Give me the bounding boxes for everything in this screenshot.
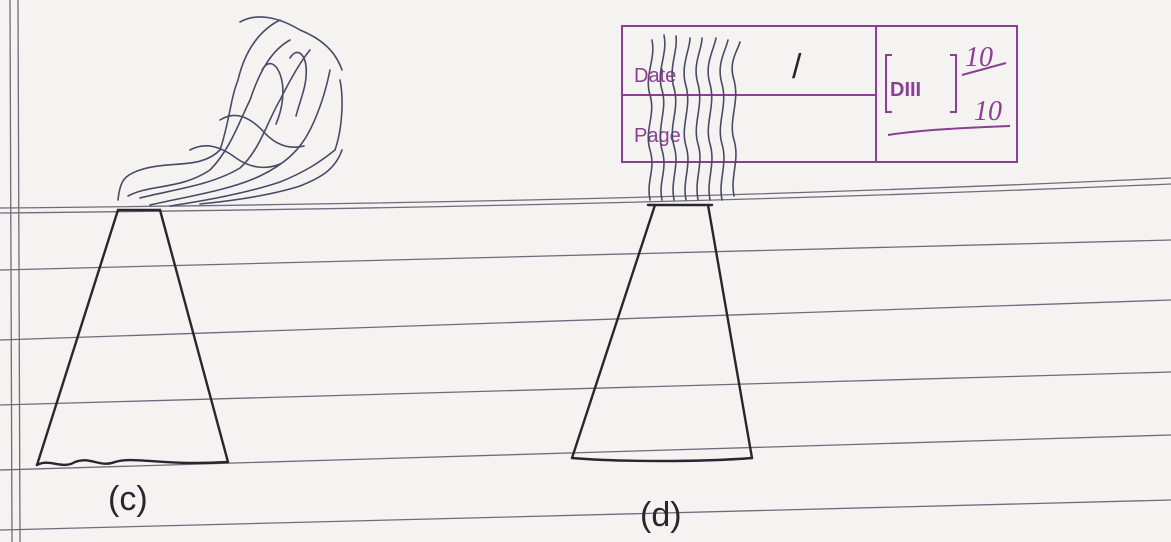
page-stamp: Date Page / DIII 10 10 <box>622 26 1017 162</box>
date-label: Date <box>634 65 676 87</box>
flame-scribble <box>648 35 740 200</box>
flame-scribble <box>118 17 342 206</box>
trapezoid-shape <box>572 205 752 461</box>
logo-text: DIII <box>890 79 921 101</box>
margin-lines <box>10 0 20 542</box>
date-value: / <box>792 48 802 86</box>
stamp-logo: DIII 10 10 <box>886 42 1010 135</box>
sketch-label-c: (c) <box>108 480 148 518</box>
fraction-bottom: 10 <box>974 96 1002 127</box>
ruled-lines <box>0 178 1171 530</box>
sketch-d: (d) <box>572 35 752 534</box>
sketch-label-d: (d) <box>640 496 682 534</box>
